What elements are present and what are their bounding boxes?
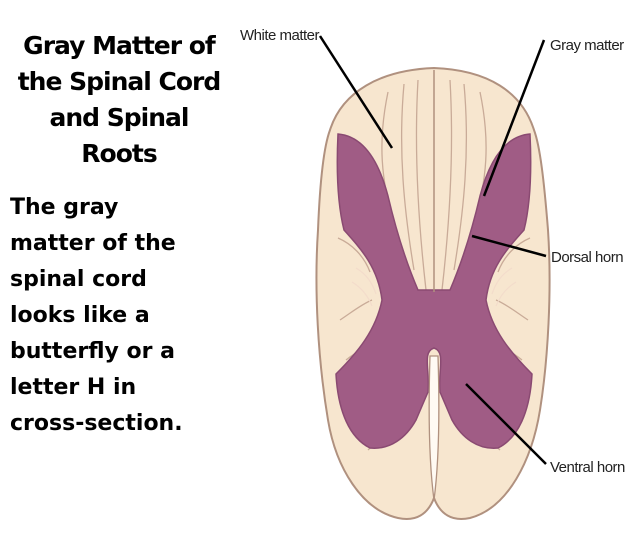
description-line: matter of the (10, 231, 176, 256)
gray-matter-label: Gray matter (550, 37, 624, 54)
description-text: The gray matter of the spinal cord looks… (10, 190, 230, 442)
ventral-horn-label: Ventral horn (550, 459, 625, 476)
white-matter-label: White matter (240, 27, 320, 44)
title-line: and Spinal Roots (49, 103, 190, 168)
title-line: the Spinal Cord (17, 67, 222, 96)
description-line: letter H in (10, 375, 137, 400)
description-line: looks like a (10, 303, 150, 328)
description-line: butterfly or a (10, 339, 175, 364)
title-line: Gray Matter of (23, 31, 216, 60)
white-matter-leader (318, 35, 394, 149)
description-line: cross-section. (10, 411, 183, 436)
leader-lines (318, 35, 547, 465)
ventral-horn-leader (465, 383, 547, 465)
gray-matter-leader (482, 39, 546, 197)
dorsal-horn-leader (471, 234, 547, 258)
description-line: The gray (10, 195, 119, 220)
dorsal-horn-label: Dorsal horn (551, 249, 623, 266)
slide-title: Gray Matter of the Spinal Cord and Spina… (8, 28, 230, 172)
dorsal-root-texture (351, 267, 517, 307)
ventral-median-fissure (428, 355, 440, 501)
description-line: spinal cord (10, 267, 147, 292)
